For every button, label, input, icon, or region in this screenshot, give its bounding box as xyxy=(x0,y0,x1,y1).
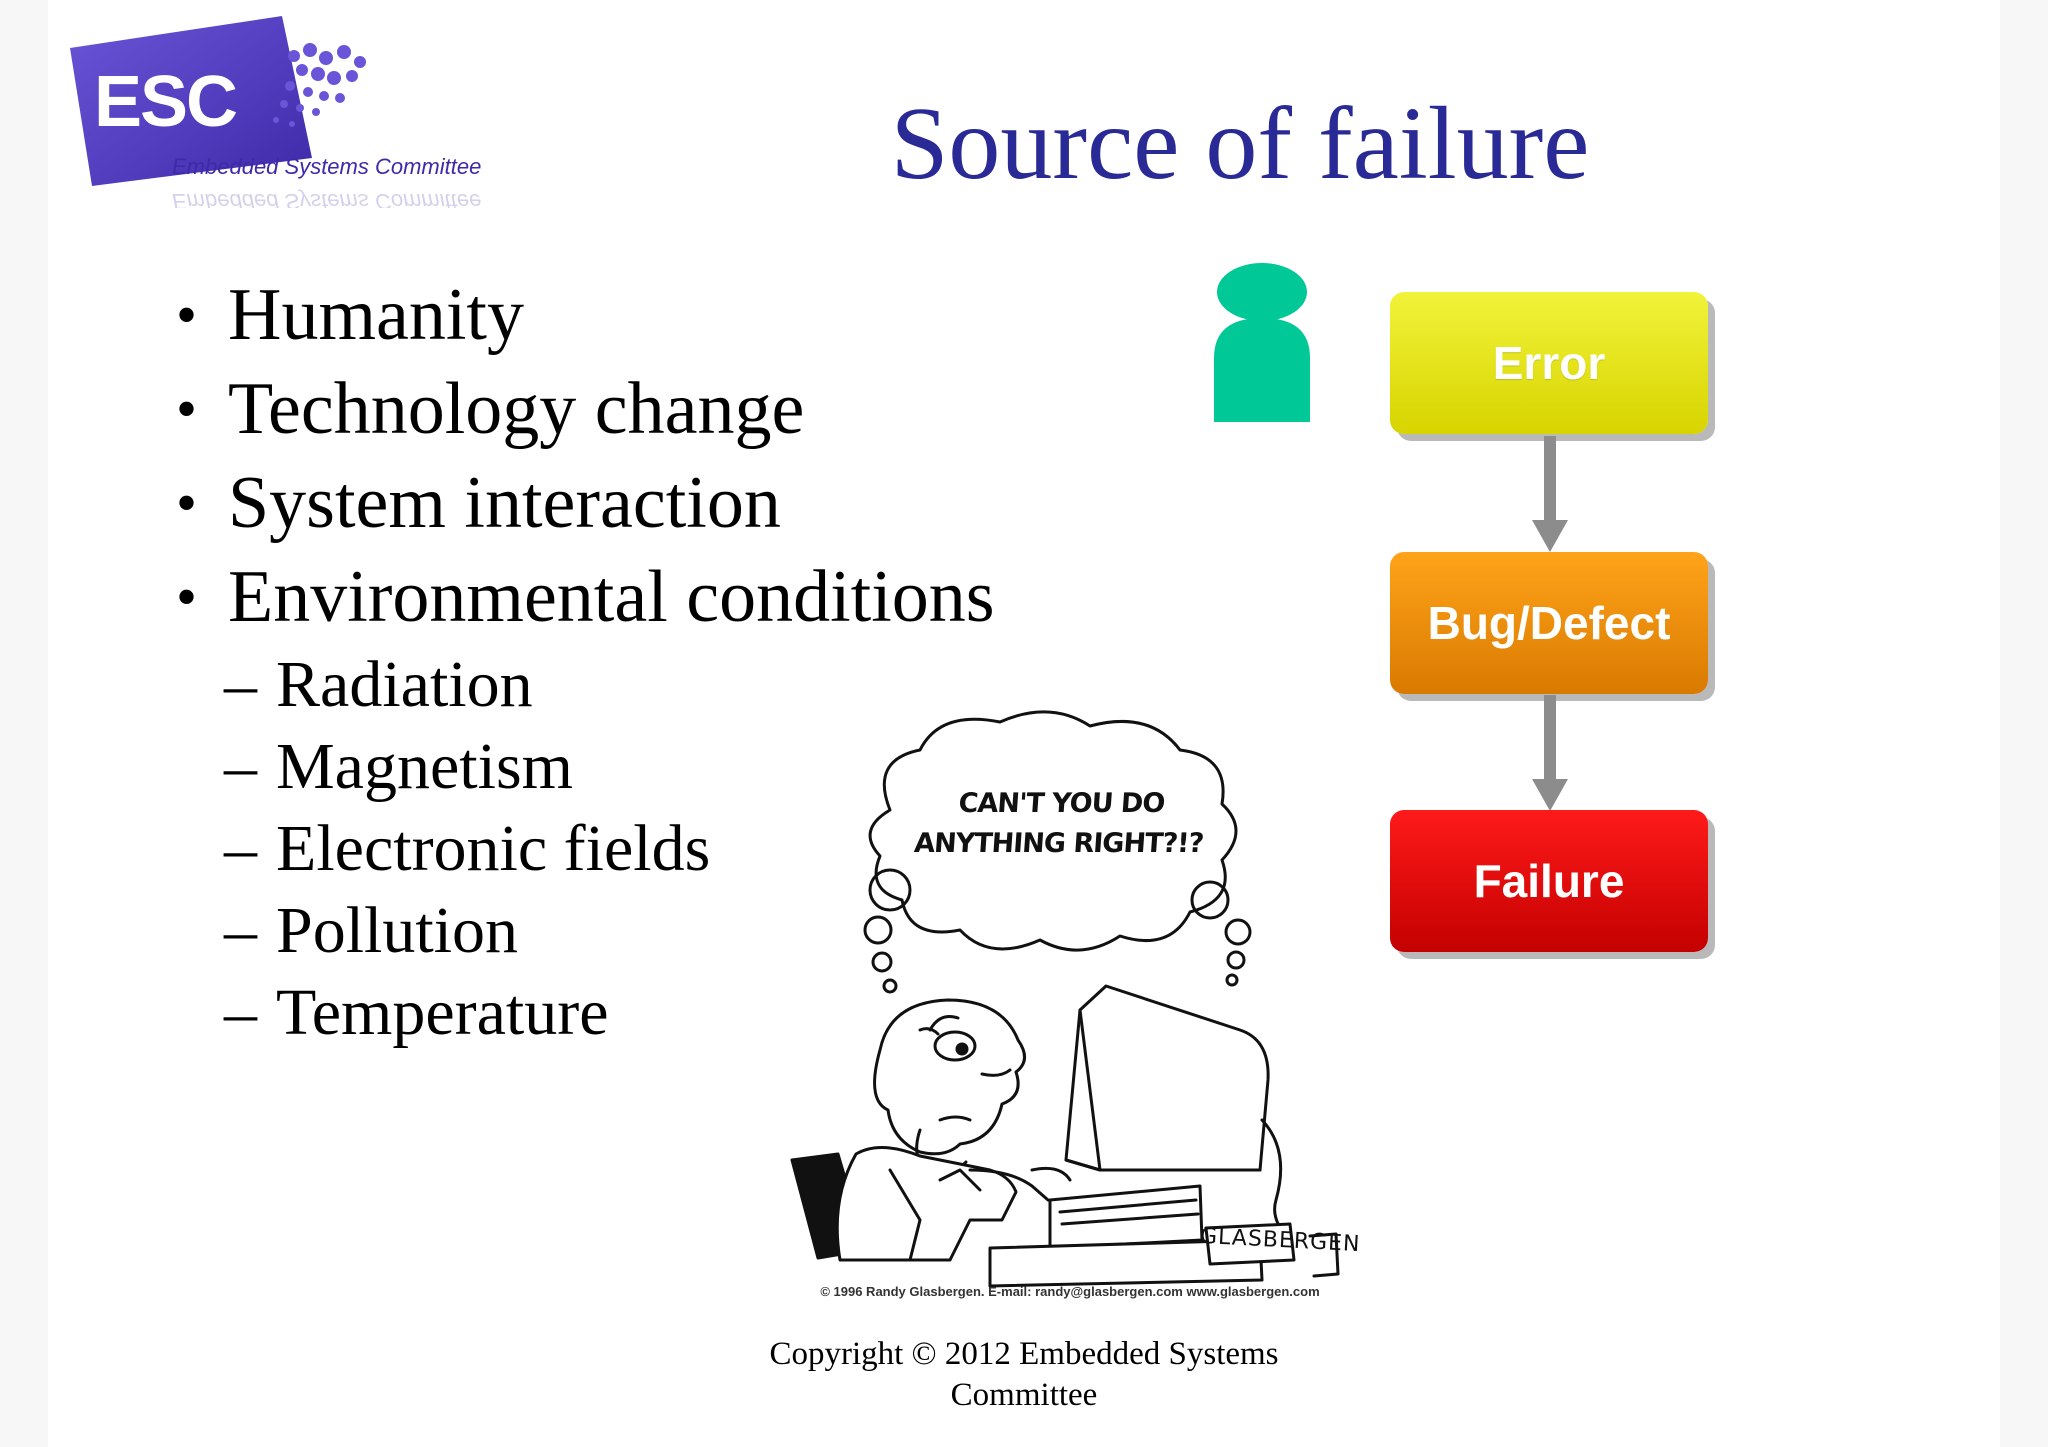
flow-box-failure: Failure xyxy=(1390,810,1708,952)
sub-bullet-dash: – xyxy=(224,730,257,803)
copyright-footer: Copyright © 2012 Embedded Systems Commit… xyxy=(769,1336,1279,1413)
sub-bullet-item: –Magnetism xyxy=(224,726,1072,808)
down-arrow-icon xyxy=(1532,695,1568,811)
sub-bullet-item: –Pollution xyxy=(224,890,1072,972)
person-icon xyxy=(1212,262,1312,422)
bullet-dot: • xyxy=(176,376,198,442)
bullet-dot: • xyxy=(176,470,198,536)
bullet-item: •Technology change xyxy=(172,362,1072,456)
bullet-item: •Environmental conditions xyxy=(172,550,1072,644)
cartoon-credit: © 1996 Randy Glasbergen. E-mail: randy@g… xyxy=(820,1284,1320,1299)
sub-bullet-item: –Radiation xyxy=(224,644,1072,726)
bullet-list: •Humanity •Technology change •System int… xyxy=(172,268,1072,1054)
logo-name-text: Embedded Systems Committee xyxy=(172,154,481,179)
slide-title: Source of failure xyxy=(890,86,1590,201)
thought-bubble-text: CAN'T YOU DO ANYTHING RIGHT?!? xyxy=(913,788,1205,859)
flow-box-error: Error xyxy=(1390,292,1708,434)
bullet-item: •Humanity xyxy=(172,268,1072,362)
slide-canvas xyxy=(48,0,2000,1447)
sub-bullet-dash: – xyxy=(224,648,257,721)
bullet-item: •System interaction xyxy=(172,456,1072,550)
down-arrow-icon xyxy=(1532,436,1568,552)
sub-bullet-dash: – xyxy=(224,976,257,1049)
svg-text:ESC: ESC xyxy=(94,62,237,142)
bullet-dot: • xyxy=(176,564,198,630)
cartoon-illustration: CAN'T YOU DO ANYTHING RIGHT?!? GLASBERGE… xyxy=(770,700,1370,1310)
flow-box-bug-defect: Bug/Defect xyxy=(1390,552,1708,694)
sub-bullet-dash: – xyxy=(224,894,257,967)
bullet-dot: • xyxy=(176,282,198,348)
esc-logo: ESC Embedded Systems Committee Embedded … xyxy=(62,8,482,208)
sub-bullet-dash: – xyxy=(224,812,257,885)
sub-bullet-item: –Temperature xyxy=(224,972,1072,1054)
sub-bullet-item: –Electronic fields xyxy=(224,808,1072,890)
svg-text:Embedded Systems Committee: Embedded Systems Committee xyxy=(172,189,481,208)
